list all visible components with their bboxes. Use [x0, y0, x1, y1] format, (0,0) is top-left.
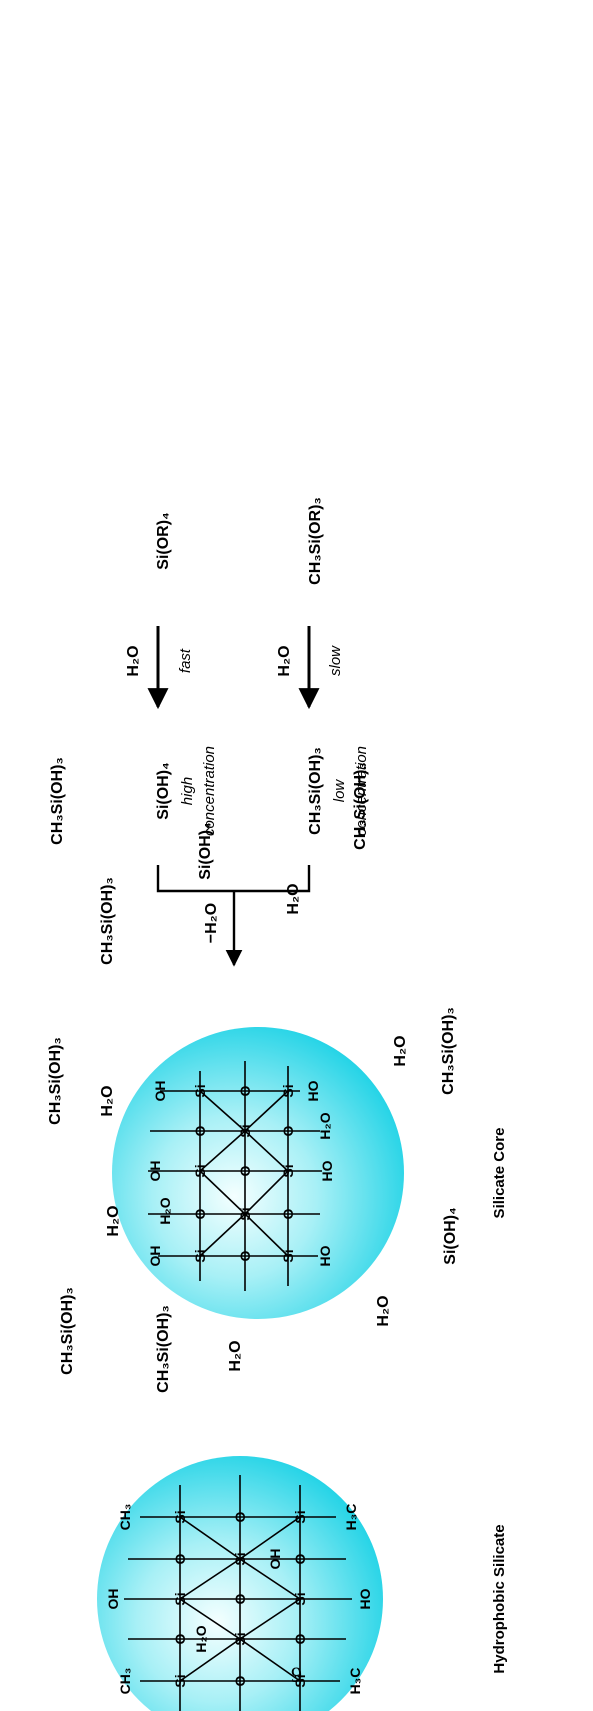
svg-text:CH₃: CH₃ — [117, 1504, 133, 1531]
svg-text:H₃C: H₃C — [347, 1668, 363, 1695]
bottom-product-label: CH₃Si(OH)₃ — [307, 747, 324, 835]
svg-text:Si: Si — [280, 1084, 296, 1097]
svg-text:CH₃: CH₃ — [117, 1668, 133, 1695]
shell-bonds — [124, 1475, 352, 1711]
bottom-reactant-label: CH₃Si(OR)₃ — [307, 497, 324, 585]
svg-text:H₂O: H₂O — [317, 1112, 333, 1139]
svg-text:HO: HO — [319, 1160, 335, 1181]
svg-text:Si: Si — [292, 1510, 308, 1523]
svg-text:Si: Si — [192, 1164, 208, 1177]
hydrolysis-section: Si(OR)₄ H₂O fast Si(OH)₄ high concentrat… — [125, 497, 370, 967]
svg-text:O: O — [292, 1553, 308, 1564]
svg-text:O: O — [237, 1085, 253, 1096]
top-product-label: Si(OH)₄ — [155, 762, 172, 819]
svg-text:O: O — [232, 1675, 248, 1686]
svg-text:O: O — [232, 1593, 248, 1604]
svg-text:OH: OH — [152, 1081, 168, 1102]
top-reactant-label: Si(OR)₄ — [155, 512, 172, 569]
svg-text:HO: HO — [357, 1588, 373, 1609]
svg-text:CH₃Si(OH)₃: CH₃Si(OH)₃ — [155, 1305, 172, 1393]
top-reagent-label: H₂O — [125, 645, 142, 676]
condensation-label: −H₂O — [203, 903, 220, 943]
bottom-rate-label: slow — [327, 645, 344, 676]
svg-text:CH₃Si(OH)₃: CH₃Si(OH)₃ — [47, 1037, 64, 1125]
svg-text:Si: Si — [237, 1124, 253, 1137]
svg-text:H₂O: H₂O — [105, 1205, 122, 1236]
svg-text:H₂O: H₂O — [285, 883, 302, 914]
svg-text:OH: OH — [105, 1589, 121, 1610]
svg-text:O: O — [292, 1633, 308, 1644]
svg-text:OH: OH — [267, 1549, 283, 1570]
svg-text:Si: Si — [192, 1084, 208, 1097]
bottom-reagent-label: H₂O — [276, 645, 293, 676]
svg-text:O: O — [280, 1208, 296, 1219]
top-note-line2: concentration — [201, 746, 218, 836]
svg-text:H₃C: H₃C — [343, 1504, 359, 1531]
svg-text:CH₃Si(OH)₃: CH₃Si(OH)₃ — [49, 757, 66, 845]
top-rate-label: fast — [177, 648, 194, 673]
svg-text:O: O — [172, 1553, 188, 1564]
svg-text:Si(OH)₄: Si(OH)₄ — [442, 1207, 459, 1264]
svg-text:HO: HO — [317, 1245, 333, 1266]
svg-text:H₂O: H₂O — [99, 1085, 116, 1116]
svg-text:Si: Si — [237, 1207, 253, 1220]
core-caption: Silicate Core — [491, 1128, 508, 1219]
svg-text:Si: Si — [280, 1164, 296, 1177]
core-sphere — [112, 1027, 404, 1319]
svg-text:CH₃Si(OH)₃: CH₃Si(OH)₃ — [352, 762, 369, 850]
svg-text:O: O — [280, 1125, 296, 1136]
svg-text:Si: Si — [192, 1249, 208, 1262]
shell-caption: Hydrophobic Silicate — [491, 1524, 508, 1673]
top-note-line1: high — [179, 777, 196, 805]
svg-text:O: O — [237, 1250, 253, 1261]
svg-text:CH₃Si(OH)₃: CH₃Si(OH)₃ — [440, 1007, 457, 1095]
svg-text:Si: Si — [292, 1592, 308, 1605]
svg-text:Si: Si — [172, 1592, 188, 1605]
svg-text:Si: Si — [232, 1632, 248, 1645]
svg-text:H₂O: H₂O — [375, 1295, 392, 1326]
svg-text:H₂O: H₂O — [193, 1625, 209, 1652]
svg-text:O: O — [192, 1125, 208, 1136]
svg-text:O: O — [172, 1633, 188, 1644]
bottom-note-line1: low — [331, 779, 348, 803]
core-bonds — [148, 1061, 322, 1291]
svg-text:Si: Si — [232, 1552, 248, 1565]
svg-text:Si: Si — [172, 1674, 188, 1687]
svg-text:CH₃Si(OH)₃: CH₃Si(OH)₃ — [99, 877, 116, 965]
page-number: 9 — [291, 1662, 302, 1687]
svg-text:HO: HO — [305, 1080, 321, 1101]
svg-text:CH₃Si(OH)₃: CH₃Si(OH)₃ — [59, 1287, 76, 1375]
svg-text:OH: OH — [147, 1161, 163, 1182]
svg-text:OH: OH — [147, 1246, 163, 1267]
svg-text:Si(OH)₄: Si(OH)₄ — [197, 822, 214, 879]
svg-text:H₂O: H₂O — [157, 1197, 173, 1224]
svg-text:O: O — [237, 1165, 253, 1176]
svg-text:O: O — [232, 1511, 248, 1522]
svg-text:O: O — [192, 1208, 208, 1219]
svg-text:H₂O: H₂O — [227, 1340, 244, 1371]
svg-text:Si: Si — [172, 1510, 188, 1523]
svg-text:Si: Si — [280, 1249, 296, 1262]
svg-text:H₂O: H₂O — [392, 1035, 409, 1066]
bottom-note-line2: concentration — [353, 746, 370, 836]
svg-text:Si: Si — [292, 1674, 308, 1687]
